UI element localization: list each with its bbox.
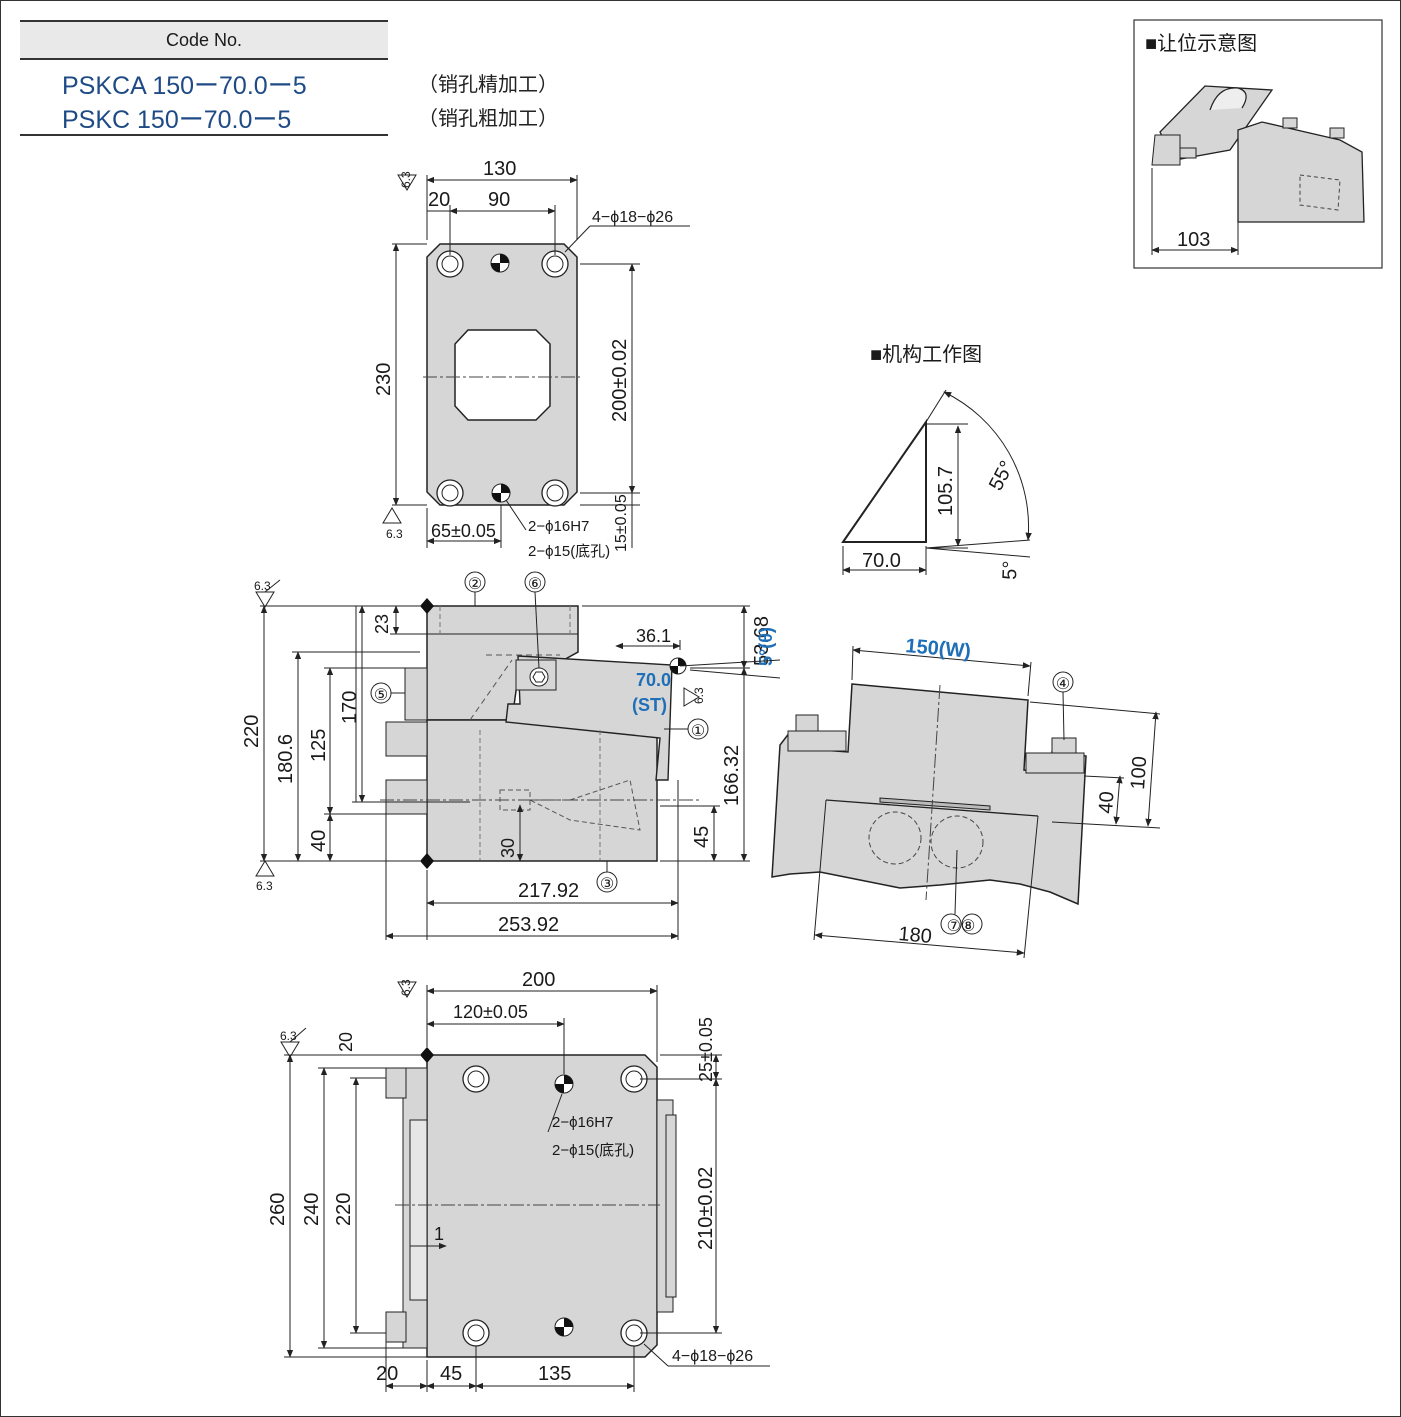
side-h-total: 220 — [241, 715, 263, 748]
bolt-hole — [436, 479, 464, 507]
end-bottom: 180 — [898, 923, 933, 948]
bottom-hole-pitch: 210±0.02 — [695, 1167, 717, 1250]
clearance-dim: 103 — [1177, 229, 1210, 251]
bolt-hole — [462, 1319, 490, 1347]
bottom-roughness-left: 6.3 — [280, 1029, 297, 1043]
callout-3: ③ — [600, 876, 614, 893]
top-hole-pitch: 200±0.02 — [609, 339, 631, 422]
bolt-hole — [462, 1065, 490, 1093]
dowel-pin-hole — [554, 1317, 574, 1337]
top-pin-label-2: 2−ϕ15(底孔) — [528, 543, 610, 560]
side-view: 220 180.6 125 40 170 23 30 45 166.32 53.… — [241, 571, 781, 940]
bottom-gap-1: 1 — [434, 1224, 444, 1244]
mechanism-base: 70.0 — [862, 550, 901, 572]
mechanism-height: 105.7 — [935, 466, 957, 516]
bottom-width: 200 — [522, 969, 555, 991]
clearance-inset: ■让位示意图 103 — [1133, 19, 1383, 269]
side-h-180: 180.6 — [275, 734, 297, 784]
code-note: （销孔精加工） — [418, 74, 558, 96]
code-row: PSKCA 150ー70.0ー5 （销孔精加工） — [20, 64, 558, 100]
top-offset: 20 — [428, 189, 450, 211]
end-callout-78: ⑦⑧ — [947, 918, 976, 935]
top-pitch: 90 — [488, 189, 510, 211]
top-holes-label: 4−ϕ18−ϕ26 — [592, 209, 673, 226]
callout-1: ① — [691, 723, 705, 740]
side-roughness-bottom: 6.3 — [256, 879, 273, 893]
end-h-100: 100 — [1127, 756, 1151, 791]
bottom-pin-label-2: 2−ϕ15(底孔) — [552, 1142, 634, 1159]
mechanism-diagram: ■机构工作图 105.7 70.0 55° 5° — [841, 343, 1032, 580]
top-pin-x: 65±0.05 — [431, 521, 496, 541]
side-h-40: 40 — [308, 830, 330, 852]
code-row: PSKC 150ー70.0ー5 （销孔粗加工） — [20, 98, 558, 134]
bolt-hole — [620, 1065, 648, 1093]
top-roughness: 6.3 — [399, 171, 413, 188]
bottom-b-20: 20 — [376, 1363, 398, 1385]
dowel-pin-hole — [490, 253, 510, 273]
end-width: 150(W) — [905, 635, 972, 663]
mechanism-title: ■机构工作图 — [870, 343, 982, 366]
side-h-45: 45 — [691, 826, 713, 848]
top-pin-label-1: 2−ϕ16H7 — [528, 518, 589, 535]
end-view: 150(W) 100 40 180 ④ ⑦⑧ — [771, 635, 1161, 959]
bottom-h-240: 240 — [301, 1193, 323, 1226]
code-number-table: Code No. PSKCA 150ー70.0ー5 （销孔精加工） PSKC 1… — [20, 20, 558, 136]
bolt-hole — [541, 479, 569, 507]
side-l-217: 217.92 — [518, 880, 579, 902]
bottom-b-45: 45 — [440, 1363, 462, 1385]
code-value: PSKC 150ー70.0ー5 — [62, 106, 292, 134]
mechanism-angle-large: 55° — [985, 457, 1019, 494]
bottom-h-220: 220 — [333, 1193, 355, 1226]
side-h-125: 125 — [308, 729, 330, 762]
side-l-253: 253.92 — [498, 914, 559, 936]
bottom-h-260: 260 — [267, 1193, 289, 1226]
top-roughness-bottom: 6.3 — [386, 527, 403, 541]
callout-6: ⑥ — [528, 576, 542, 593]
side-h-30: 30 — [498, 838, 518, 858]
dowel-pin-hole — [491, 483, 511, 503]
bottom-b-135: 135 — [538, 1363, 571, 1385]
side-h-23: 23 — [372, 614, 392, 634]
bottom-t-20: 20 — [336, 1032, 356, 1052]
callout-2: ② — [468, 576, 482, 593]
bottom-roughness: 6.3 — [399, 979, 413, 996]
dowel-pin-hole — [554, 1074, 574, 1094]
side-h-53: 53.68 — [751, 616, 773, 666]
side-theta: 5°(θ) — [756, 627, 776, 666]
side-d-36: 36.1 — [636, 626, 671, 646]
top-height: 230 — [373, 363, 395, 396]
bottom-pin-x: 120±0.05 — [453, 1002, 528, 1022]
side-stroke: 70.0 — [636, 670, 671, 690]
mechanism-angle-small: 5° — [999, 560, 1022, 580]
bolt-hole — [436, 250, 464, 278]
clearance-title: ■让位示意图 — [1145, 32, 1257, 55]
side-stroke-tag: (ST) — [632, 695, 667, 715]
end-h-40: 40 — [1095, 791, 1118, 815]
side-roughness-mid: 6.3 — [692, 687, 706, 704]
bottom-view: 200 120±0.05 260 240 220 20 1 25±0.05 21… — [267, 969, 770, 1392]
bottom-holes-label: 4−ϕ18−ϕ26 — [672, 1348, 753, 1365]
top-view: 130 20 90 4−ϕ18−ϕ26 230 200±0.02 15±0.05… — [373, 158, 690, 560]
end-callout-4: ④ — [1056, 676, 1070, 693]
top-pin-y: 15±0.05 — [613, 494, 630, 552]
code-note: （销孔粗加工） — [418, 108, 558, 130]
side-h-166: 166.32 — [721, 745, 743, 806]
top-width: 130 — [483, 158, 516, 180]
bottom-pin-label-1: 2−ϕ16H7 — [552, 1114, 613, 1131]
code-table-header: Code No. — [20, 20, 388, 60]
bottom-pin-y: 25±0.05 — [696, 1017, 716, 1082]
side-roughness-top: 6.3 — [254, 579, 271, 593]
side-h-170: 170 — [339, 691, 361, 724]
code-value: PSKCA 150ー70.0ー5 — [62, 72, 307, 100]
callout-5: ⑤ — [374, 687, 388, 704]
